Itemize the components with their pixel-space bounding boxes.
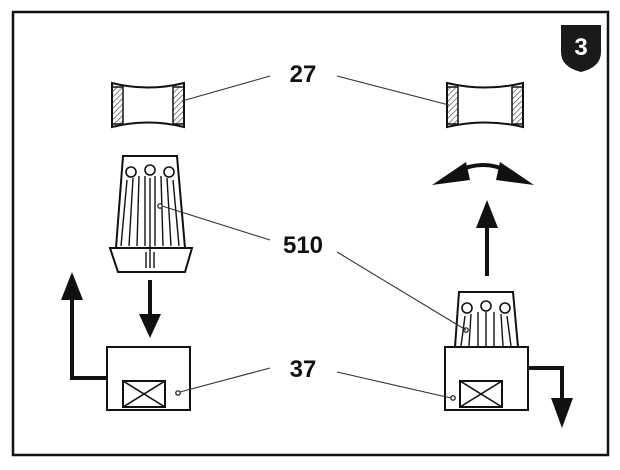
right-down-arrow — [528, 366, 573, 428]
left-collet — [108, 155, 194, 273]
callout-label-510: 510 — [283, 232, 323, 259]
right-up-arrow — [476, 200, 498, 276]
step-badge: 3 — [561, 25, 601, 72]
callout-label-37: 37 — [290, 356, 317, 383]
leader-lines — [161, 75, 467, 399]
right-sleeve — [446, 81, 524, 129]
step-badge-number: 3 — [574, 34, 587, 61]
left-sleeve — [111, 81, 185, 129]
right-collet — [453, 291, 520, 348]
right-base — [444, 346, 529, 411]
rotate-arrow — [432, 162, 534, 185]
left-base — [106, 346, 191, 411]
callout-label-27: 27 — [290, 61, 317, 88]
left-up-arrow — [61, 272, 107, 380]
left-down-arrow — [139, 280, 161, 338]
